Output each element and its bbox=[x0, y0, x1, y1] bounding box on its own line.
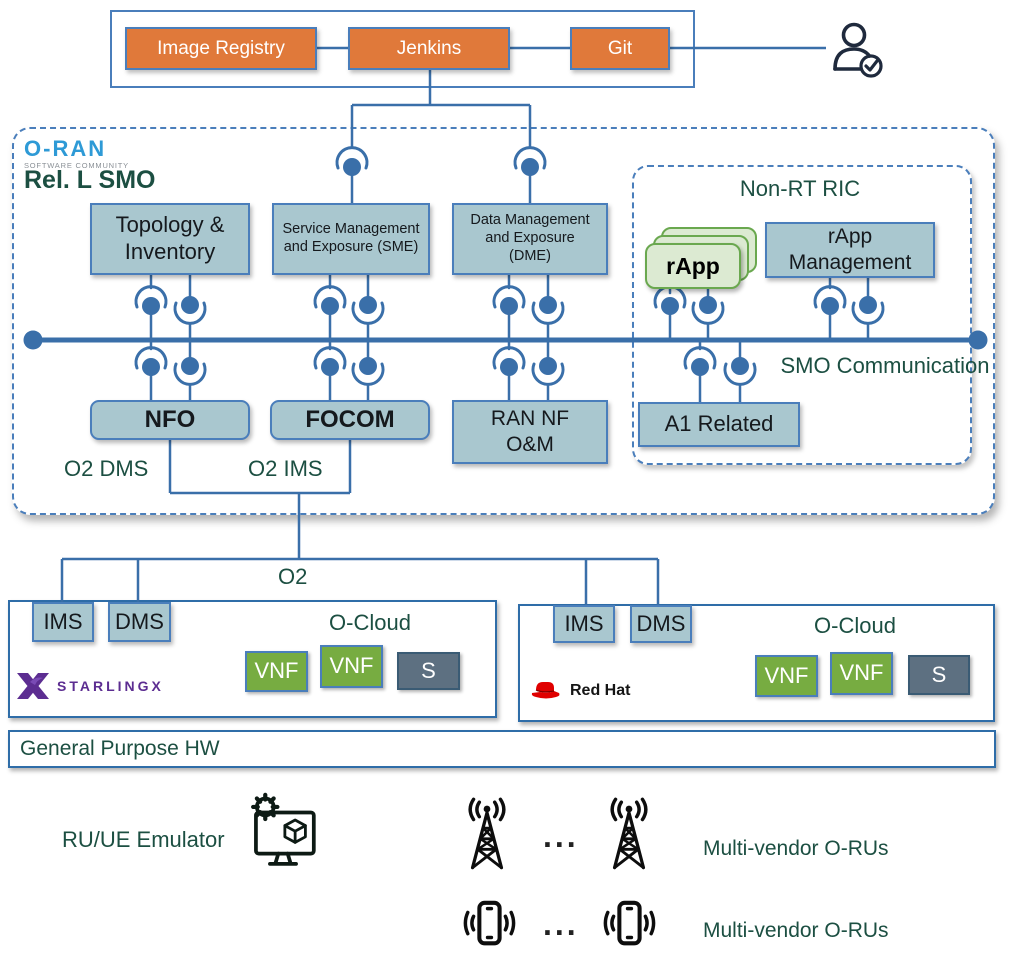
redhat-logo-icon bbox=[531, 682, 560, 699]
redhat-logo-text: Red Hat bbox=[570, 682, 631, 699]
ocloud-left-title: O-Cloud bbox=[329, 610, 411, 635]
dme-label: Data Management and Exposure (DME) bbox=[470, 212, 590, 264]
ocloud-right-dms-box: DMS bbox=[630, 605, 692, 643]
phone-vibrate-icon bbox=[603, 900, 656, 946]
smo-release-label: Rel. L SMO bbox=[24, 166, 156, 194]
starlingx-logo: STARLINGX bbox=[16, 670, 164, 702]
phones-ellipsis: ... bbox=[543, 906, 579, 942]
nfo-label: NFO bbox=[144, 406, 196, 434]
jenkins-label: Jenkins bbox=[396, 37, 462, 59]
ocloud-left-ims-label: IMS bbox=[43, 608, 83, 634]
o2-dms-label: O2 DMS bbox=[64, 456, 149, 481]
ocloud-right-ims-label: IMS bbox=[564, 610, 604, 636]
ru-ue-emulator-label: RU/UE Emulator bbox=[62, 827, 225, 852]
s-label: S bbox=[931, 661, 947, 687]
starlingx-logo-icon bbox=[17, 673, 49, 699]
o2-ims-label: O2 IMS bbox=[248, 456, 323, 481]
focom-label: FOCOM bbox=[305, 406, 395, 434]
git-box: Git bbox=[570, 27, 670, 70]
vnf-label: VNF bbox=[764, 662, 809, 688]
ocloud-right-s-box: S bbox=[908, 655, 970, 695]
multi-vendor-orus-label: Multi-vendor O-RUs bbox=[703, 837, 889, 860]
redhat-logo: Red Hat bbox=[528, 678, 630, 704]
nonrt-ric-title: Non-RT RIC bbox=[739, 176, 861, 201]
ocloud-left-dms-box: DMS bbox=[108, 602, 171, 642]
starlingx-logo-text: STARLINGX bbox=[57, 678, 164, 694]
image-registry-box: Image Registry bbox=[125, 27, 317, 70]
cell-tower-icon bbox=[468, 797, 506, 870]
oran-logo-subtext: SOFTWARE COMMUNITY bbox=[24, 161, 129, 170]
vnf-label: VNF bbox=[839, 660, 884, 686]
ran-nf-om-box: RAN NF O&M bbox=[452, 400, 608, 464]
multi-vendor-ues-label: Multi-vendor O-RUs bbox=[703, 919, 889, 942]
ocloud-left-ims-box: IMS bbox=[32, 602, 94, 642]
user-check-icon bbox=[833, 22, 883, 78]
general-purpose-hw-box: General Purpose HW bbox=[8, 730, 996, 768]
a1-related-label: A1 Related bbox=[664, 411, 774, 437]
emulator-monitor-icon bbox=[251, 792, 316, 866]
oran-sc-logo: O-RAN SOFTWARE COMMUNITY bbox=[24, 136, 129, 171]
ocloud-right-vnf2-box: VNF bbox=[830, 652, 893, 695]
ocloud-left-dms-label: DMS bbox=[115, 608, 164, 634]
ocloud-right-title: O-Cloud bbox=[814, 613, 896, 638]
ocloud-right-vnf1-box: VNF bbox=[755, 655, 818, 697]
nfo-box: NFO bbox=[90, 400, 250, 440]
a1-related-box: A1 Related bbox=[638, 402, 800, 447]
rapp-management-box: rApp Management bbox=[765, 222, 935, 278]
focom-box: FOCOM bbox=[270, 400, 430, 440]
rapp-label: rApp bbox=[666, 252, 720, 279]
jenkins-box: Jenkins bbox=[348, 27, 510, 70]
vnf-label: VNF bbox=[329, 653, 374, 679]
o2-interface-label: O2 bbox=[278, 564, 308, 589]
towers-ellipsis: ... bbox=[543, 818, 579, 854]
ocloud-left-s-box: S bbox=[397, 652, 460, 690]
ocloud-right-dms-label: DMS bbox=[636, 610, 686, 636]
ocloud-left-vnf2-box: VNF bbox=[320, 645, 383, 688]
topology-inventory-label: Topology & Inventory bbox=[115, 212, 225, 264]
git-label: Git bbox=[607, 37, 633, 59]
s-label: S bbox=[421, 657, 436, 683]
smo-communication-label: SMO Communication bbox=[780, 353, 990, 378]
ocloud-right-ims-box: IMS bbox=[553, 605, 615, 643]
ran-nf-om-label: RAN NF O&M bbox=[490, 407, 570, 456]
cell-tower-icon bbox=[610, 797, 648, 870]
ocloud-left-vnf1-box: VNF bbox=[245, 651, 308, 692]
rapp-management-label: rApp Management bbox=[788, 225, 912, 274]
oran-logo-text: O-RAN bbox=[24, 136, 107, 161]
topology-inventory-box: Topology & Inventory bbox=[90, 203, 250, 275]
rapp-card-front: rApp bbox=[645, 243, 741, 289]
dme-box: Data Management and Exposure (DME) bbox=[452, 203, 608, 275]
phone-vibrate-icon bbox=[463, 900, 516, 946]
sme-label: Service Management and Exposure (SME) bbox=[282, 221, 420, 255]
general-purpose-hw-label: General Purpose HW bbox=[20, 737, 220, 760]
image-registry-label: Image Registry bbox=[157, 37, 285, 59]
vnf-label: VNF bbox=[254, 658, 299, 684]
sme-box: Service Management and Exposure (SME) bbox=[272, 203, 430, 275]
